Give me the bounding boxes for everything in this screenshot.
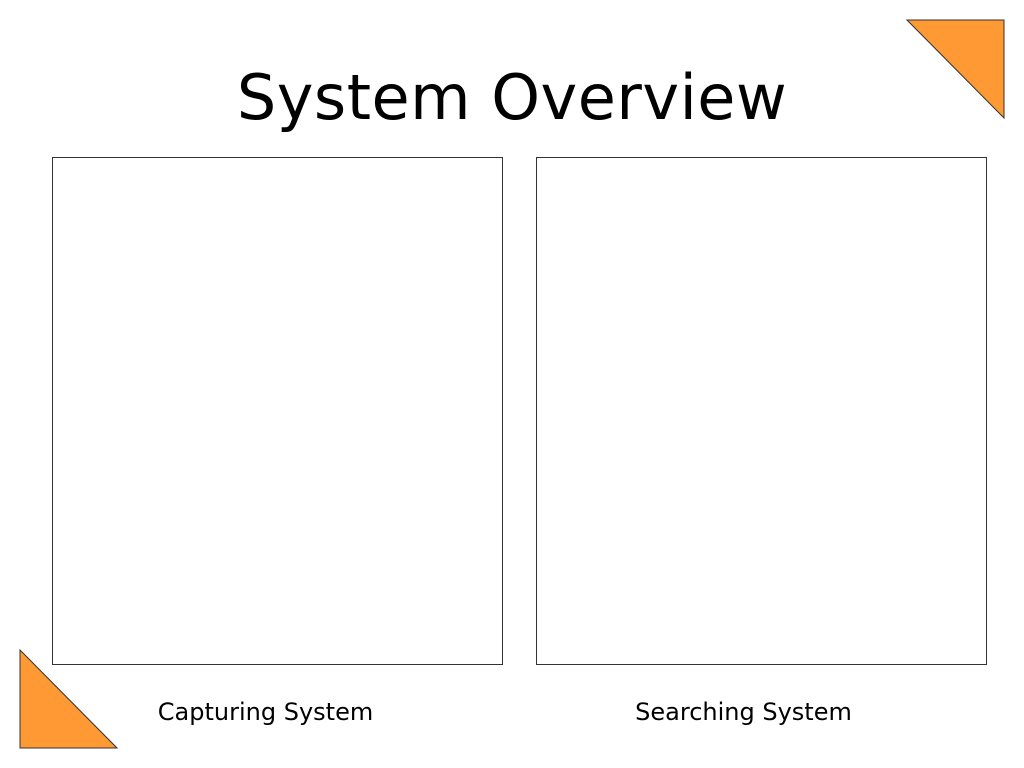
capturing-system-panel [52, 157, 503, 665]
capturing-system-caption: Capturing System [157, 698, 374, 726]
searching-system-panel [536, 157, 987, 665]
searching-system-caption: Searching System [635, 698, 852, 726]
slide-title: System Overview [236, 61, 788, 134]
corner-triangle-top-right-icon [905, 19, 1005, 120]
corner-triangle-bottom-left-icon [19, 648, 119, 749]
